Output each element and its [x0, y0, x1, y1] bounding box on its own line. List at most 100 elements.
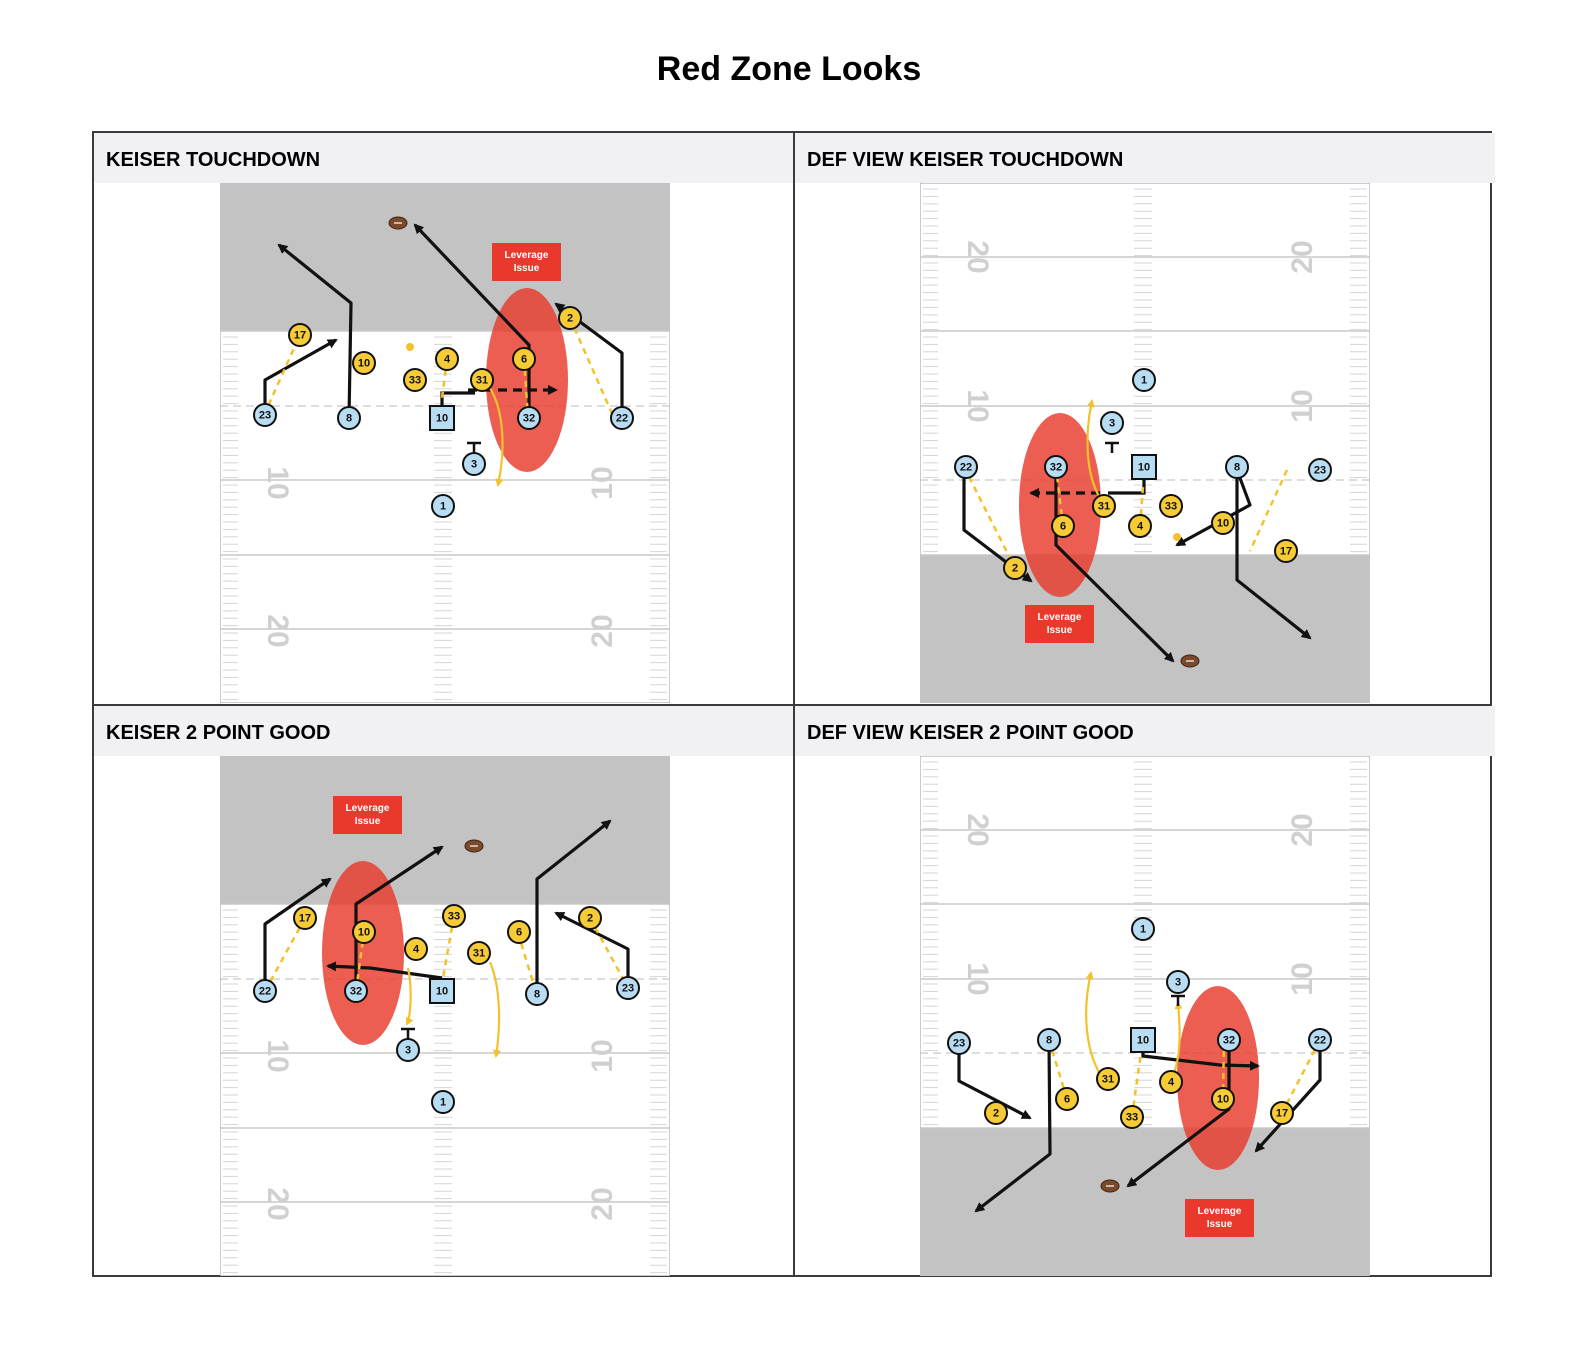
player-label: 6 — [516, 926, 522, 938]
coverage-line — [1280, 1039, 1322, 1114]
player-label: 31 — [1098, 500, 1110, 512]
player-label: 10 — [1137, 1034, 1149, 1046]
leverage-issue-box — [1025, 605, 1094, 643]
player-label: 3 — [1109, 417, 1115, 429]
player-label: 10 — [436, 412, 448, 424]
route — [326, 961, 443, 980]
offense-player-marker — [1100, 411, 1124, 435]
yard-number: 20 — [586, 1187, 619, 1220]
player-label: 31 — [476, 374, 488, 386]
offense-player-marker — [517, 406, 541, 430]
defense-player-marker — [1055, 1087, 1079, 1111]
route — [957, 1043, 1032, 1120]
coverage-line — [1130, 1045, 1144, 1117]
defense-player-marker — [288, 323, 312, 347]
route — [413, 223, 531, 418]
offense-player-marker — [396, 1038, 420, 1062]
offense-player-marker — [337, 406, 361, 430]
end-zone — [920, 555, 1370, 703]
player-label: 32 — [350, 985, 362, 997]
player-label: 6 — [1064, 1093, 1070, 1105]
leverage-zone — [1177, 986, 1259, 1170]
player-label: 22 — [1314, 1034, 1326, 1046]
leverage-issue-box — [492, 243, 561, 281]
quarterback-marker — [429, 978, 455, 1004]
player-label: 22 — [960, 461, 972, 473]
player-label: 10 — [436, 985, 448, 997]
defense-player-marker — [507, 920, 531, 944]
player-label: 2 — [993, 1107, 999, 1119]
player-label: 33 — [409, 374, 421, 386]
coverage-line — [962, 466, 1017, 569]
offense-player-marker — [431, 494, 455, 518]
quarterback-marker — [429, 405, 455, 431]
defense-player-marker — [1211, 511, 1235, 535]
player-label: 33 — [1165, 500, 1177, 512]
player-label: 23 — [953, 1037, 965, 1049]
player-label: 32 — [1050, 461, 1062, 473]
defense-player-marker — [442, 904, 466, 928]
leverage-issue-label: Leverage — [1198, 1206, 1242, 1217]
page-title: Red Zone Looks — [656, 50, 922, 88]
route — [1175, 469, 1252, 547]
offense-player-marker — [1166, 970, 1190, 994]
offense-player-marker — [253, 403, 277, 427]
leverage-zone — [322, 861, 404, 1045]
leverage-issue-box — [333, 796, 402, 834]
player-label: 32 — [523, 412, 535, 424]
defense-player-marker — [1270, 1101, 1294, 1125]
defense-player-marker — [1211, 1087, 1235, 1111]
defense-player-marker — [403, 368, 427, 392]
yard-number: 10 — [1286, 962, 1319, 995]
leverage-issue-label: Issue — [355, 816, 381, 827]
yard-number: 20 — [586, 614, 619, 647]
panel-title: KEISER TOUCHDOWN — [94, 133, 794, 183]
coverage-route — [1086, 399, 1101, 499]
player-label: 10 — [1217, 517, 1229, 529]
yard-number: 10 — [961, 962, 994, 995]
offense-player-marker — [462, 452, 486, 476]
defense-player-marker — [1159, 494, 1183, 518]
yard-number: 20 — [1286, 813, 1319, 846]
leverage-issue-label: Leverage — [346, 803, 390, 814]
divider — [94, 704, 1490, 706]
offense-player-marker — [954, 455, 978, 479]
yard-number: 20 — [261, 1187, 294, 1220]
offense-player-marker — [1225, 455, 1249, 479]
offense-player-marker — [525, 982, 549, 1006]
player-label: 31 — [1102, 1073, 1114, 1085]
end-zone — [920, 1128, 1370, 1276]
player-label: 17 — [294, 329, 306, 341]
leverage-zone — [486, 288, 568, 472]
player-label: 6 — [1060, 520, 1066, 532]
yard-number: 20 — [961, 813, 994, 846]
coverage-line — [568, 317, 616, 419]
player-label: 32 — [1223, 1034, 1235, 1046]
player-label: 10 — [1138, 461, 1150, 473]
panel-title: DEF VIEW KEISER 2 POINT GOOD — [795, 706, 1495, 756]
player-label: 4 — [444, 353, 451, 365]
player-label: 10 — [358, 926, 370, 938]
route — [535, 819, 612, 994]
yard-number: 10 — [961, 389, 994, 422]
defense-player-marker — [984, 1101, 1008, 1125]
defense-player-marker — [1092, 494, 1116, 518]
offense-player-marker — [616, 976, 640, 1000]
panel-title: KEISER 2 POINT GOOD — [94, 706, 794, 756]
defense-player-marker — [1274, 539, 1298, 563]
route — [1054, 467, 1175, 663]
defense-player-marker — [1096, 1067, 1120, 1091]
player-label: 23 — [259, 409, 271, 421]
defense-player-marker — [1051, 514, 1075, 538]
offense-player-marker — [431, 1090, 455, 1114]
offense-player-marker — [1132, 368, 1156, 392]
coverage-route — [488, 961, 501, 1058]
leverage-issue-label: Leverage — [1038, 612, 1082, 623]
defense-player-marker — [293, 906, 317, 930]
end-zone — [220, 756, 670, 904]
